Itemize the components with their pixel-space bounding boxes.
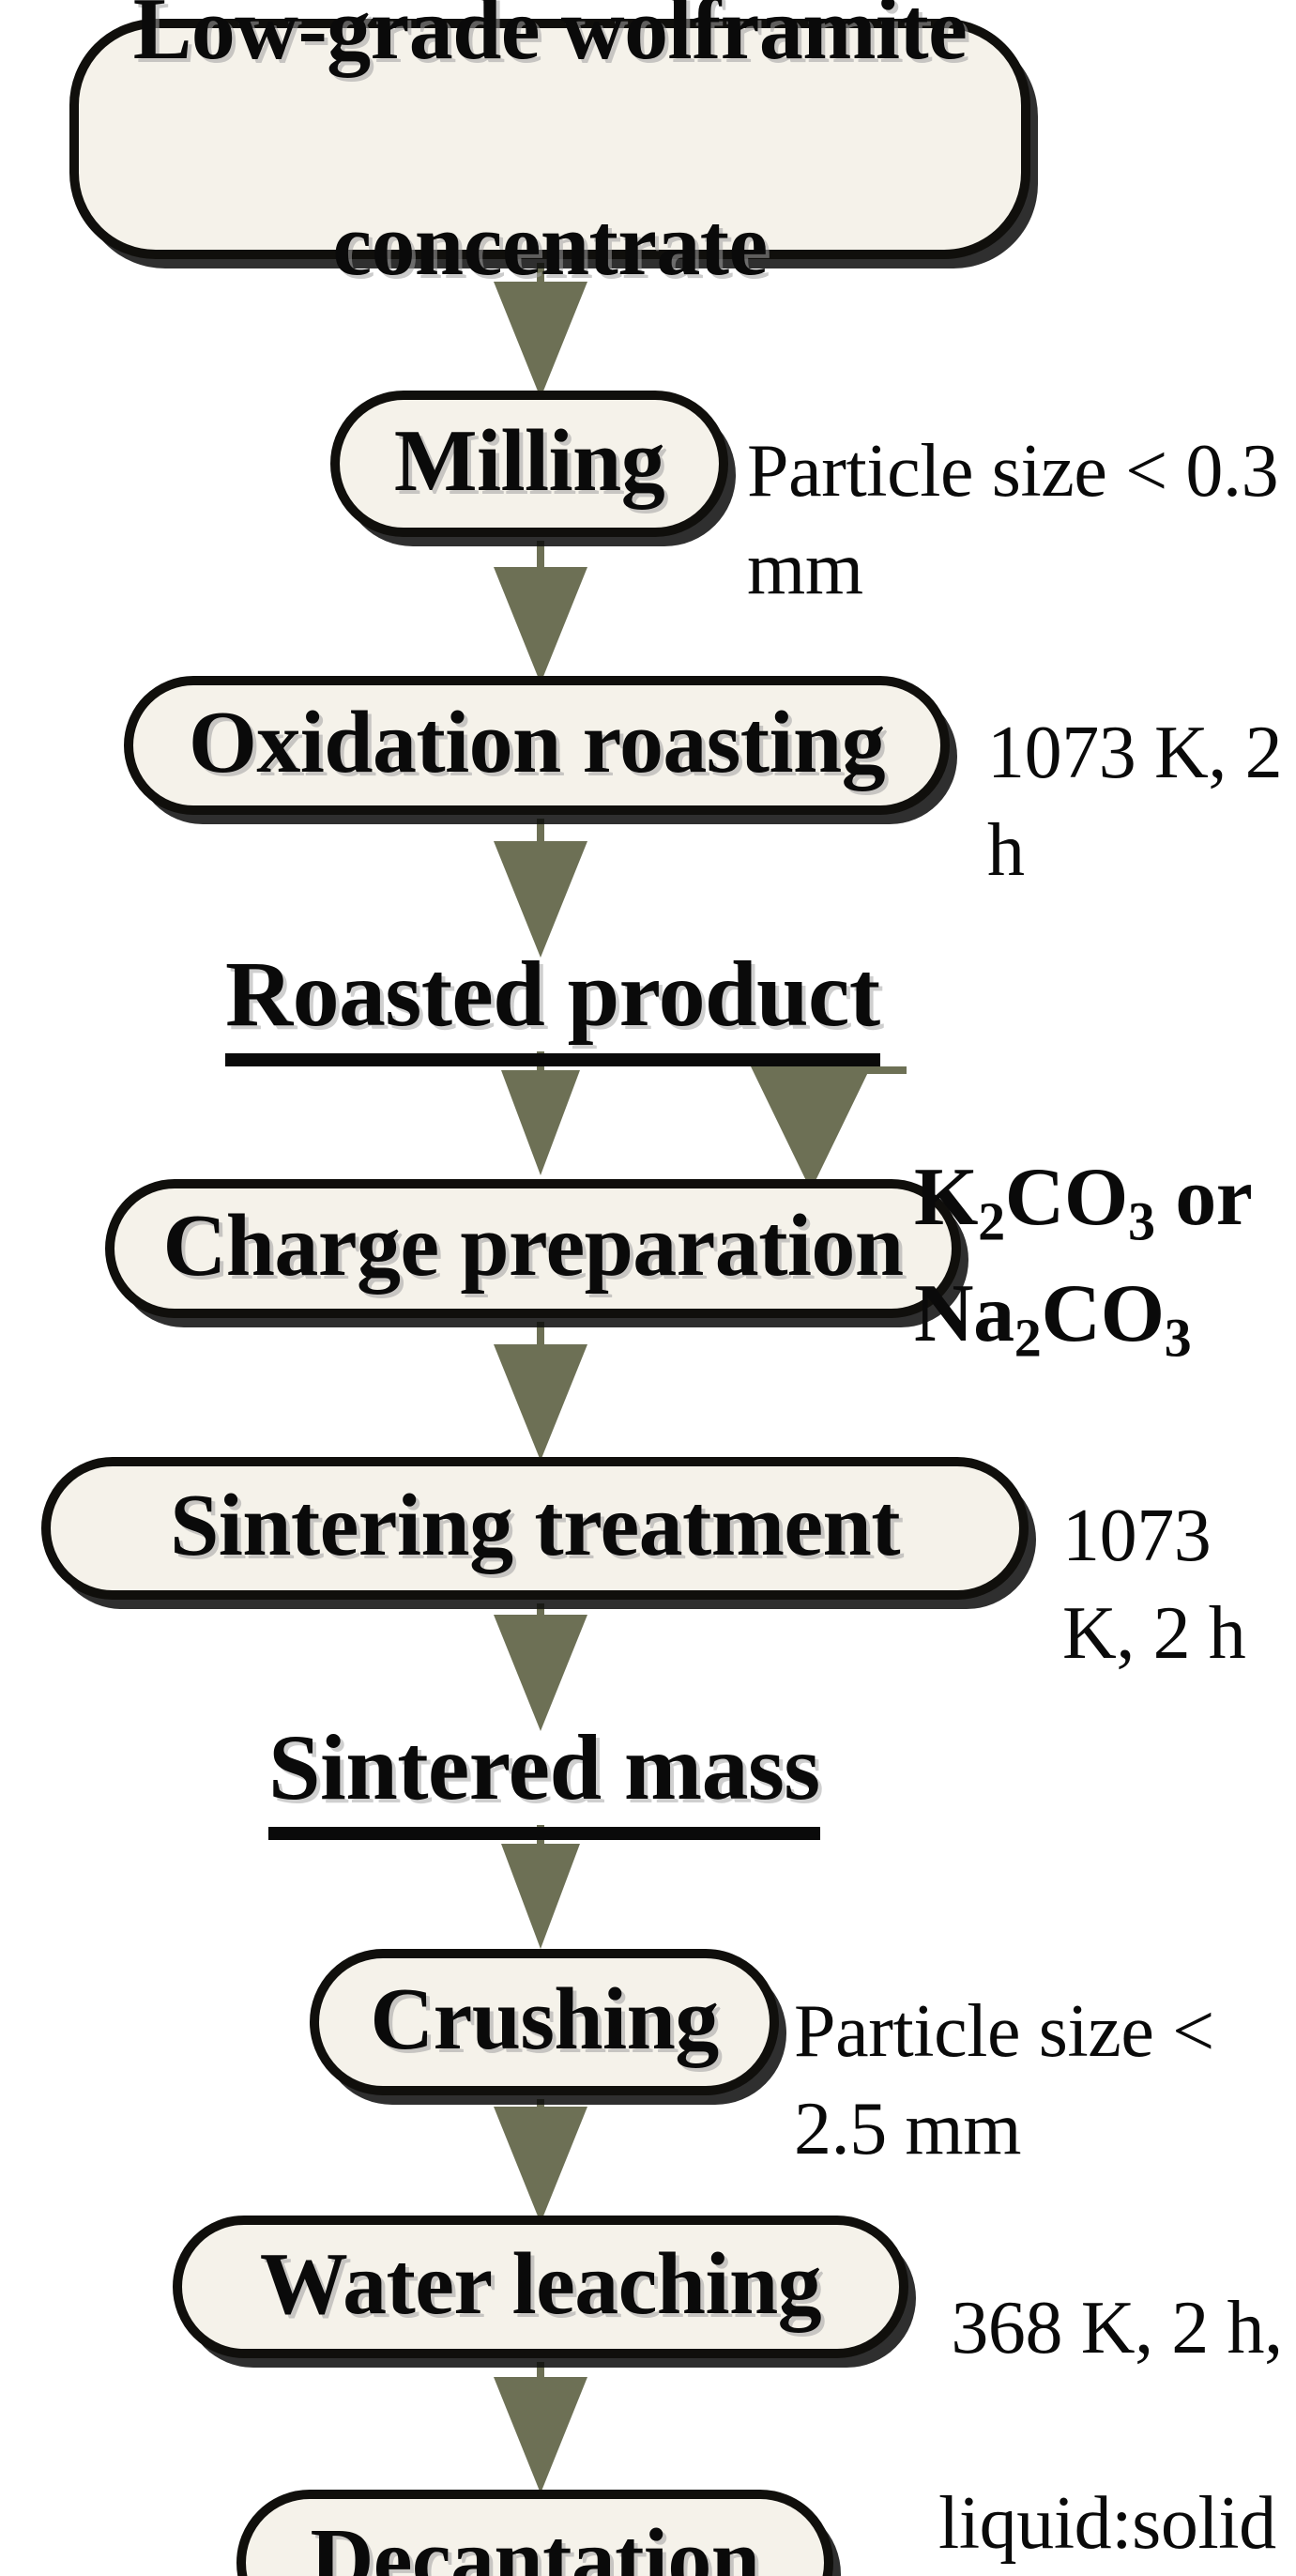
annotation-crushing-condition: Particle size < 2.5 mm (794, 1988, 1214, 2170)
annotation-leaching-line2: liquid:solid = 4 (938, 2480, 1276, 2565)
node-decantation[interactable]: Decantation (236, 2490, 833, 2576)
arrow-head (751, 1066, 871, 1190)
arrow-head (494, 282, 587, 398)
reagent-co: CO (1004, 1151, 1129, 1244)
product-roasted-product-label: Roasted product (225, 939, 880, 1066)
product-roasted-product: Roasted product (225, 939, 880, 1066)
annotation-reagent: K2CO3 or Na2CO3 (914, 1036, 1295, 1376)
reagent-or-na: or Na (914, 1151, 1251, 1360)
arrow-head (494, 2107, 587, 2223)
reagent-co-sub: 3 (1127, 1192, 1155, 1253)
product-sintered-mass: Sintered mass (268, 1712, 820, 1840)
arrow-sintered-mass-to-crushing (501, 1825, 580, 1949)
annotation-leaching-condition: 368 K, 2 h, liquid:solid = 4 (938, 2182, 1295, 2576)
reagent-co2: CO (1041, 1267, 1165, 1360)
node-feed-line2: concentrate (332, 196, 768, 295)
arrow-head (494, 1615, 587, 1731)
arrow-head (501, 1070, 580, 1175)
annotation-leaching-line1: 368 K, 2 h, (951, 2285, 1283, 2369)
arrow-sintering-to-sintered-mass (494, 1603, 587, 1731)
annotation-roasting-condition: 1073 K, 2 h (987, 710, 1283, 892)
annotation-milling-condition: Particle size < 0.3 mm (747, 428, 1279, 610)
node-milling[interactable]: Milling (330, 391, 728, 537)
node-crushing-label: Crushing (370, 1971, 719, 2070)
node-feed-label: Low-grade wolframite concentrate (120, 0, 980, 300)
arrow-head (494, 2377, 587, 2493)
node-sintering-treatment-label: Sintering treatment (170, 1478, 900, 1576)
node-charge-preparation[interactable]: Charge preparation (105, 1179, 961, 1318)
node-oxidation-roasting-label: Oxidation roasting (188, 695, 886, 793)
node-charge-preparation-label: Charge preparation (162, 1198, 904, 1296)
arrow-head (494, 841, 587, 958)
arrow-feed-to-milling (494, 263, 587, 398)
reagent-co2-sub: 3 (1164, 1309, 1192, 1370)
node-water-leaching[interactable]: Water leaching (173, 2216, 908, 2358)
arrow-head (501, 1844, 580, 1949)
reagent-k: K (914, 1151, 979, 1244)
node-oxidation-roasting[interactable]: Oxidation roasting (124, 676, 950, 815)
arrow-leaching-to-decantation (494, 2362, 587, 2493)
node-feed-line1: Low-grade wolframite (132, 0, 968, 80)
node-sintering-treatment[interactable]: Sintering treatment (41, 1457, 1029, 1600)
node-milling-label: Milling (393, 413, 665, 512)
arrow-crushing-to-leaching (494, 2099, 587, 2223)
arrow-milling-to-roasting (494, 541, 587, 683)
product-sintered-mass-label: Sintered mass (268, 1712, 820, 1840)
arrow-head (494, 1344, 587, 1461)
arrow-roasted-product-to-charge (501, 1051, 580, 1175)
arrow-roasting-to-roasted-product (494, 819, 587, 958)
node-crushing[interactable]: Crushing (310, 1949, 779, 2095)
arrow-charge-to-sintering (494, 1322, 587, 1461)
node-feed[interactable]: Low-grade wolframite concentrate (69, 0, 1030, 294)
node-water-leaching-label: Water leaching (259, 2236, 822, 2335)
arrow-reagent-feed (751, 1066, 910, 1190)
reagent-na-sub: 2 (1014, 1309, 1042, 1370)
reagent-k-sub: 2 (978, 1192, 1005, 1253)
annotation-sintering-condition: 1073 K, 2 h (1062, 1493, 1246, 1675)
arrow-head (494, 567, 587, 683)
node-decantation-label: Decantation (310, 2512, 760, 2576)
